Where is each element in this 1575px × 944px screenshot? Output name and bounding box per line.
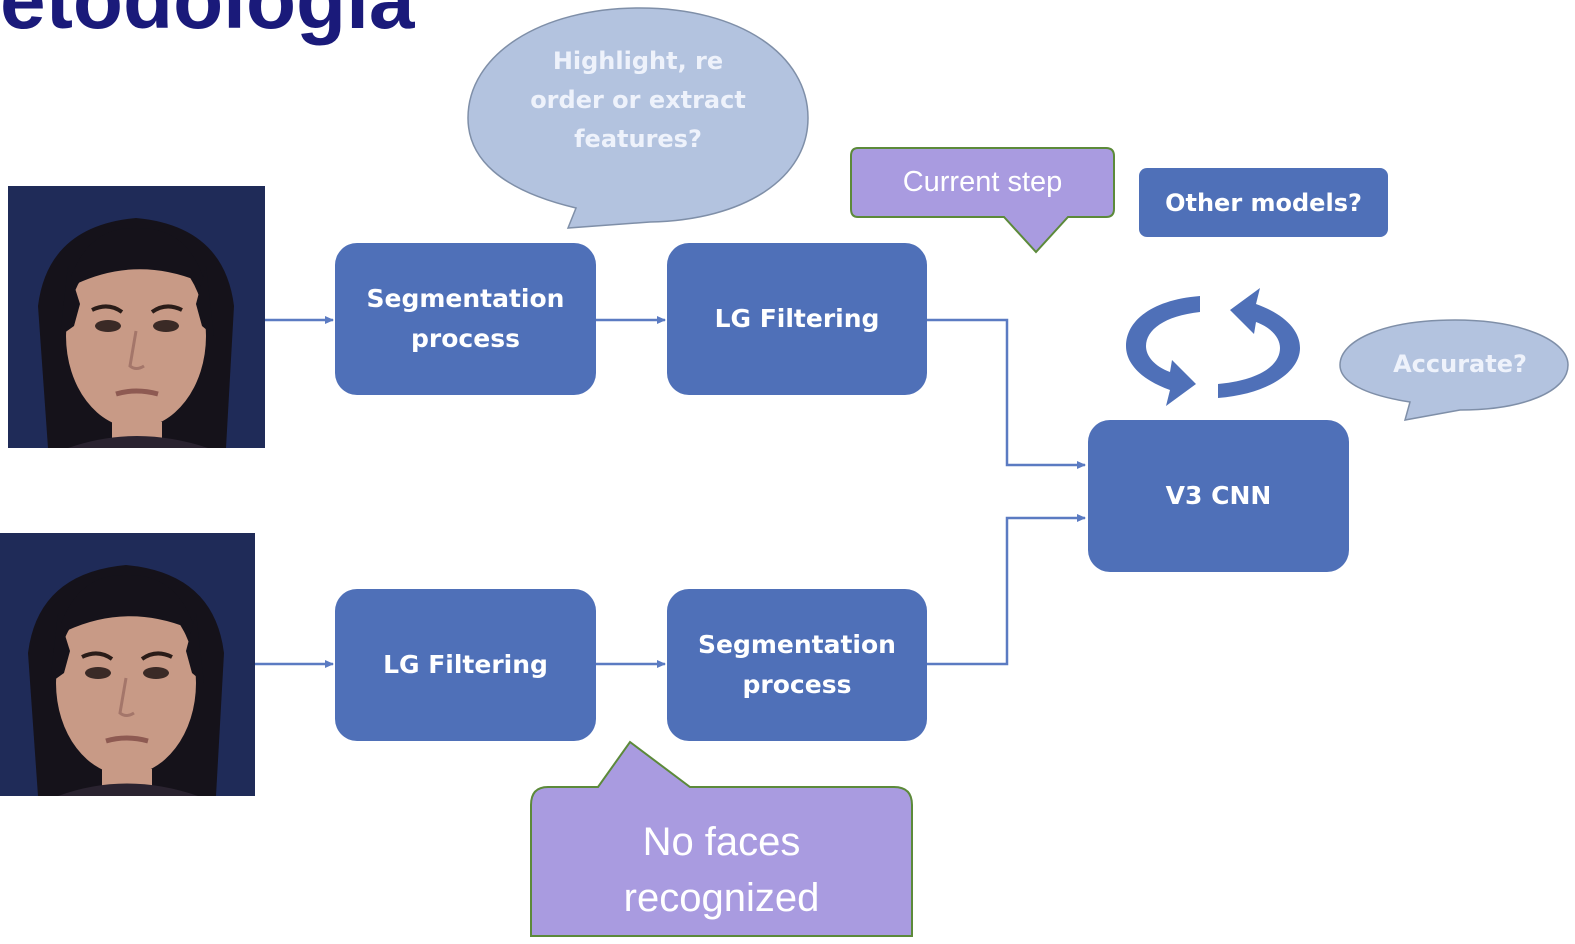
accurate-question-text: Accurate?	[1360, 342, 1560, 386]
no-faces-line-2: recognized	[623, 876, 820, 920]
features-question-text: Highlight, re order or extract features?	[480, 40, 796, 160]
other-models-box: Other models?	[1139, 168, 1388, 237]
segmentation-top-line-2: process	[411, 324, 520, 353]
current-step-label: Current step	[902, 166, 1063, 198]
connector-segmentation-bottom-to-cnn	[927, 514, 1086, 666]
lg-filtering-bottom-label: LG Filtering	[383, 650, 548, 679]
segmentation-bottom-line-2: process	[742, 670, 852, 699]
features-question-bubble	[467, 7, 809, 229]
segmentation-process-bottom: Segmentation process	[667, 589, 927, 741]
v3-cnn-label: V3 CNN	[1165, 481, 1272, 510]
connector-lg-top-to-cnn	[927, 318, 1086, 469]
cycle-arrows-icon	[1126, 288, 1300, 406]
input-face-photo-bottom	[0, 533, 255, 796]
lg-filtering-bottom: LG Filtering	[335, 589, 596, 741]
accurate-question-label: Accurate?	[1393, 349, 1527, 378]
lg-filtering-top: LG Filtering	[667, 243, 927, 395]
current-step-text: Current step	[851, 148, 1114, 217]
input-face-photo-top	[8, 186, 265, 448]
segmentation-bottom-line-1: Segmentation	[698, 630, 896, 659]
accurate-question-bubble	[1339, 319, 1569, 421]
no-faces-callout	[530, 740, 913, 937]
no-faces-line-1: No faces	[642, 820, 801, 864]
features-question-line-2: order or extract	[530, 85, 746, 114]
slide-title: etodología	[0, 0, 415, 46]
current-step-callout	[850, 147, 1115, 254]
other-models-label: Other models?	[1165, 188, 1362, 217]
lg-filtering-top-label: LG Filtering	[714, 304, 880, 333]
segmentation-top-line-1: Segmentation	[366, 284, 565, 313]
features-question-line-1: Highlight, re	[552, 46, 724, 75]
features-question-line-3: features?	[574, 124, 702, 153]
v3-cnn-box: V3 CNN	[1088, 420, 1349, 572]
no-faces-text: No faces recognized	[531, 805, 912, 935]
segmentation-process-top: Segmentation process	[335, 243, 596, 395]
